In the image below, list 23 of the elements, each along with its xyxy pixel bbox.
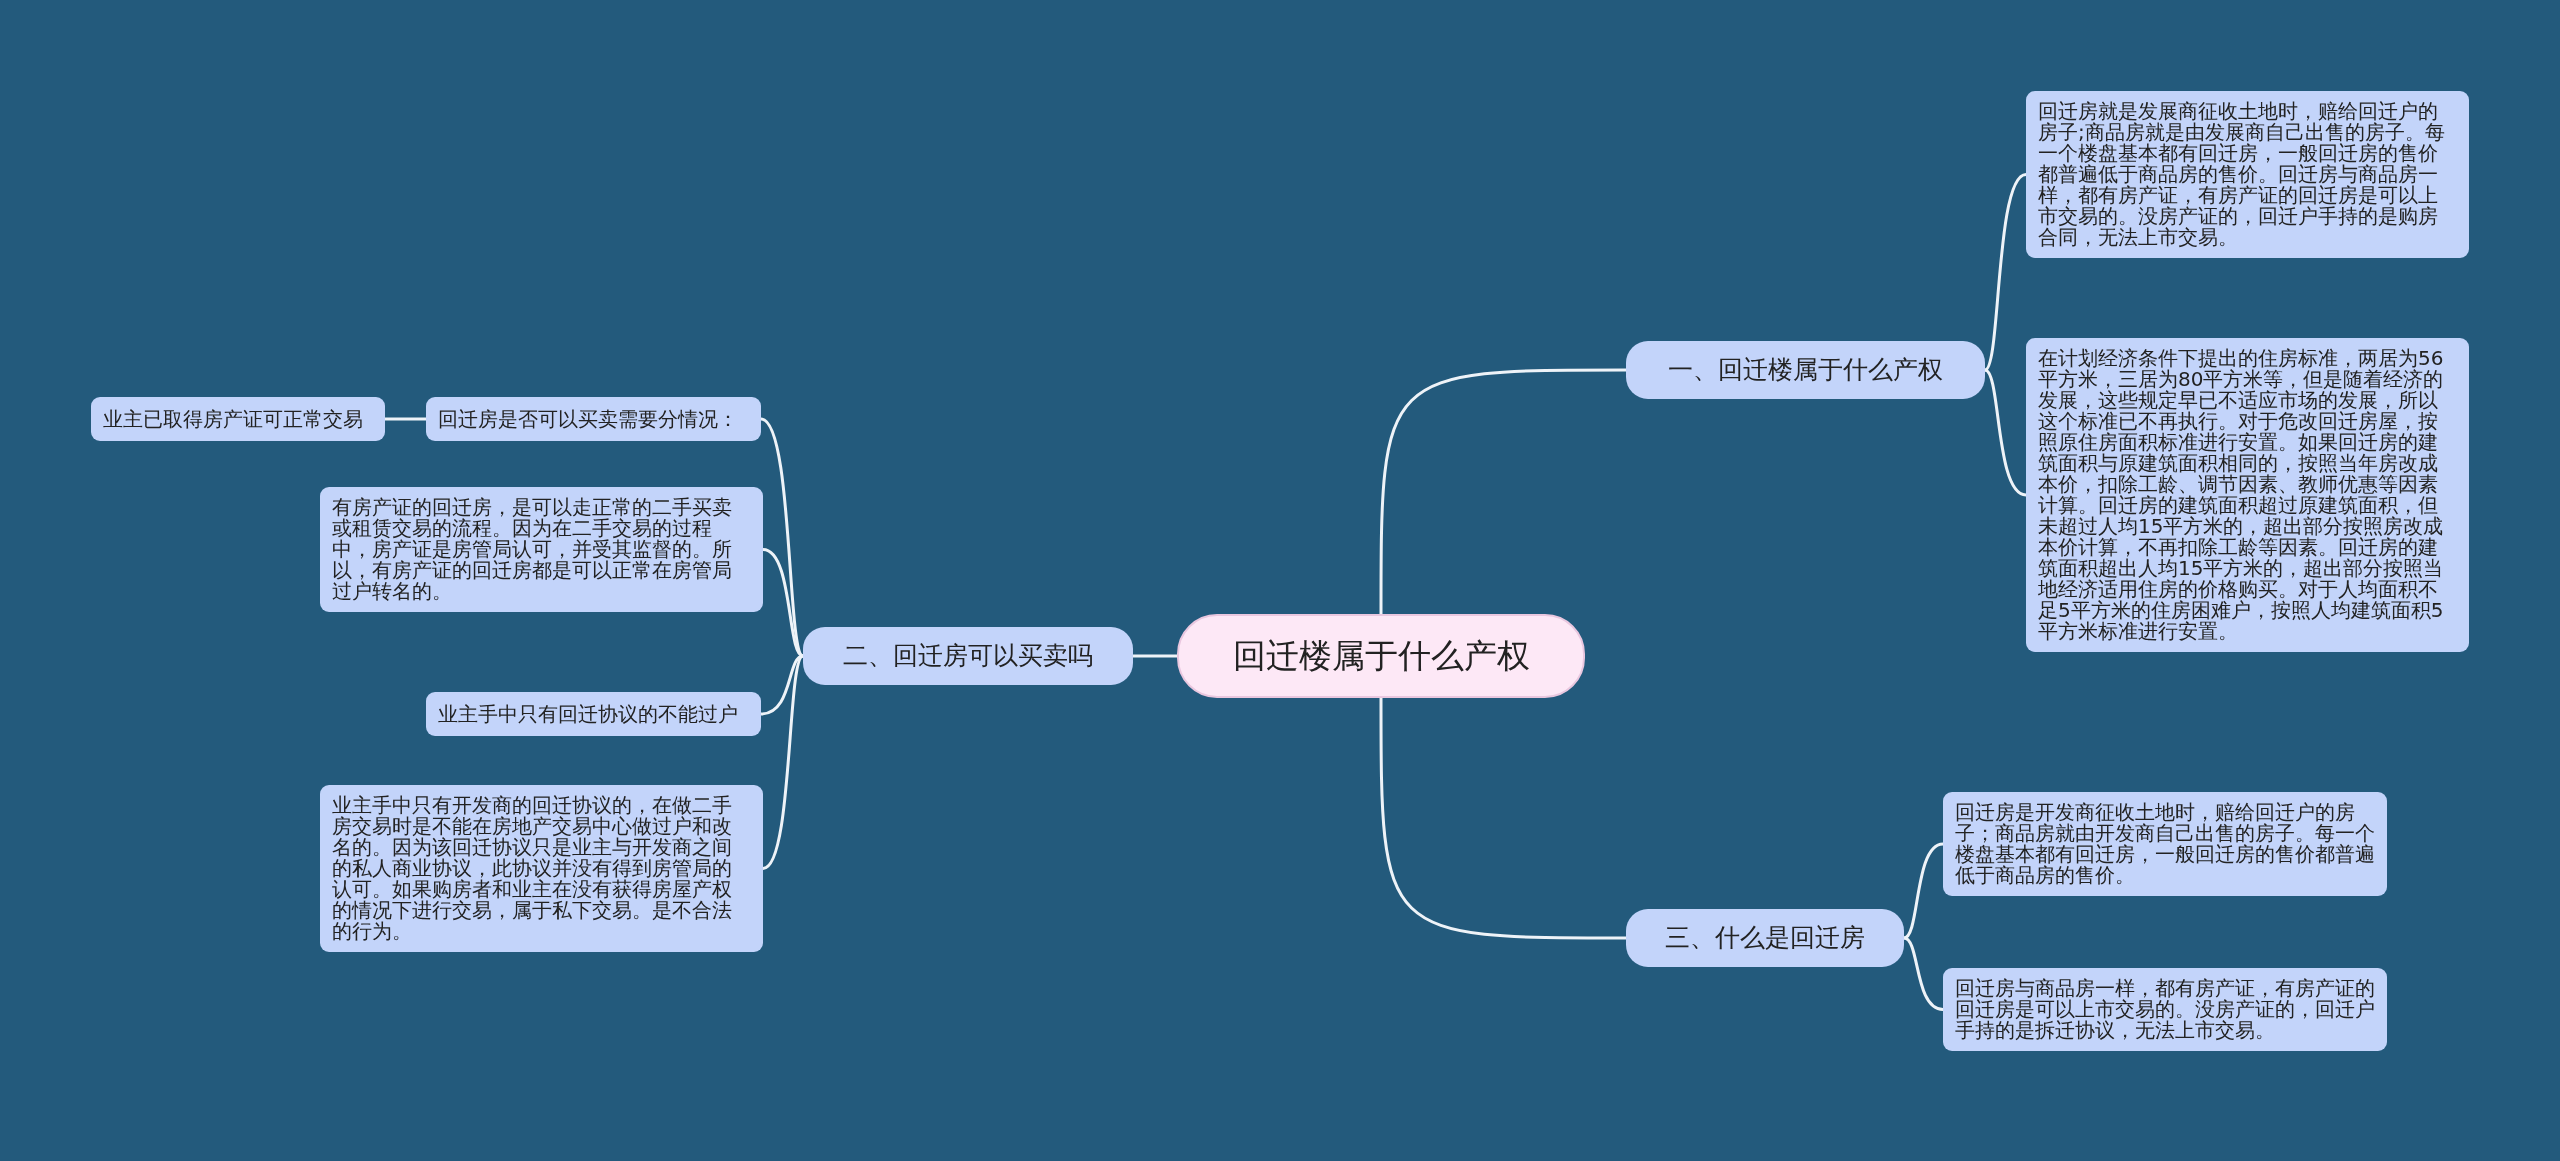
connector-line — [1133, 654, 1177, 658]
text-box: 业主手中只有回迁协议的不能过户 — [426, 692, 761, 736]
connector-line — [1379, 698, 1626, 940]
connector-line — [385, 417, 426, 421]
text-box: 业主手中只有开发商的回迁协议的，在做二手房交易时是不能在房地产交易中心做过户和改名的。因为该回迁协议只是业主与开发商之间的私人商业协议，此协议并没有得到房管局的认可。如果购房者和业主在没有获得房屋产权的情况下进行交易，属于私下交易。是不合法的行为。 — [320, 785, 763, 952]
connector-line — [762, 655, 805, 870]
connector-line — [1903, 842, 1944, 940]
text-box: 在计划经济条件下提出的住房标准，两居为56平方米，三居为80平方米等，但是随着经济的发展，这些规定早已不适应市场的发展，所以这个标准已不再执行。对于危改回迁房屋，按照原住房面积标准进行安置。如果回迁房的建筑面积与原建筑面积相同的，按照当年房改成本价，扣除工龄、调节因素、教师优惠等因素计算。回迁房的建筑面积超过原建筑面积，但未超过人均15平方米的，超出部分按照房改成本价计算，不再扣除工龄等因素。回迁房的建筑面积超出人均15平方米的，超出部分按照当地经济适用住房的价格购买。对于人均面积不足5平方米的住房困难户，按照人均建筑面积5平方米标准进行安置。 — [2026, 338, 2469, 652]
text-box: 回迁房是否可以买卖需要分情况： — [426, 397, 761, 441]
topic-box: 一、回迁楼属于什么产权 — [1626, 341, 1985, 399]
connector-line — [1983, 173, 2027, 372]
text-box: 有房产证的回迁房，是可以走正常的二手买卖或租赁交易的流程。因为在二手交易的过程中，房产证是房管局认可，并受其监督的。所以，有房产证的回迁房都是可以正常在房管局过户转名的。 — [320, 487, 763, 612]
connector-line — [1984, 368, 2027, 497]
text-box: 回迁房是开发商征收土地时，赔给回迁户的房子；商品房就由开发商自己出售的房子。每一个楼盘基本都有回迁房，一般回迁房的售价都普遍低于商品房的售价。 — [1943, 792, 2387, 896]
connector-line — [1903, 936, 1944, 1011]
connector-line — [760, 417, 805, 657]
text-box: 业主已取得房产证可正常交易 — [91, 397, 385, 441]
text-box: 回迁房就是发展商征收土地时，赔给回迁户的房子;商品房就是由发展商自己出售的房子。每一个楼盘基本都有回迁房，一般回迁房的售价都普遍低于商品房的售价。回迁房与商品房一样，都有房产证，有房产证的回迁房是可以上市交易的。没房产证的，回迁户手持的是购房合同，无法上市交易。 — [2026, 91, 2469, 258]
connector-line — [1379, 368, 1626, 614]
topic-box: 二、回迁房可以买卖吗 — [803, 627, 1133, 685]
topic-box: 三、什么是回迁房 — [1626, 909, 1904, 967]
text-box: 回迁房与商品房一样，都有房产证，有房产证的回迁房是可以上市交易的。没房产证的，回迁户手持的是拆迁协议，无法上市交易。 — [1943, 968, 2387, 1051]
central-topic: 回迁楼属于什么产权 — [1177, 614, 1585, 698]
